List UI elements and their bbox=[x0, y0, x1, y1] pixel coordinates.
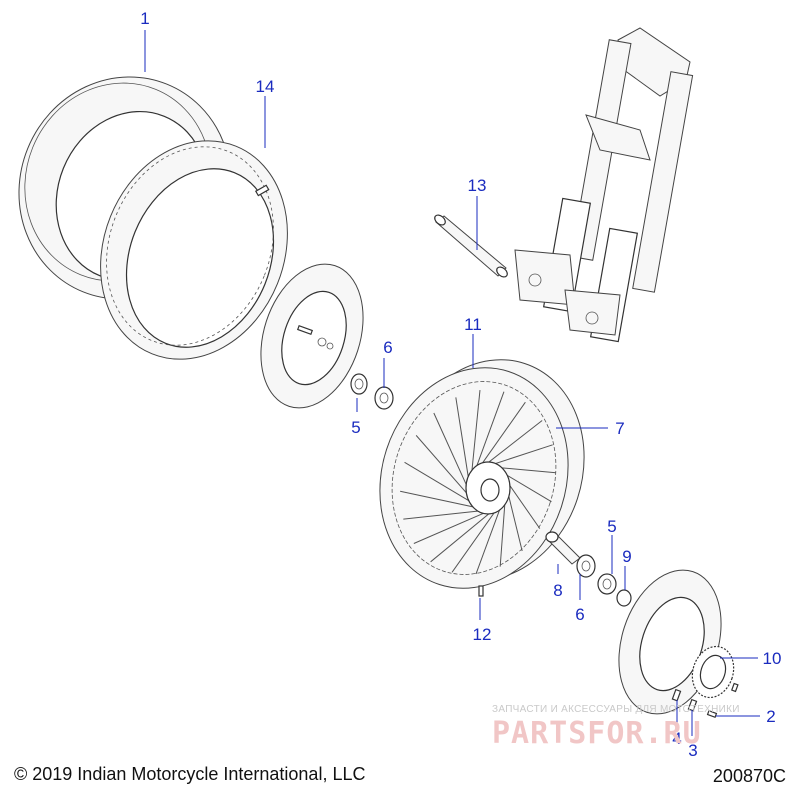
copyright-notice: © 2019 Indian Motorcycle International, … bbox=[14, 764, 366, 784]
wheel-spoke bbox=[482, 420, 543, 468]
seal-upper bbox=[350, 373, 368, 395]
callout-6-lower: 6 bbox=[575, 605, 584, 624]
callout-5-upper: 5 bbox=[351, 418, 360, 437]
wheel-spoke bbox=[415, 435, 474, 502]
callout-labels: 1 14 13 11 6 5 7 5 9 8 6 12 10 4 3 2 bbox=[140, 9, 781, 760]
bearing-lower bbox=[576, 554, 596, 578]
leader-lines bbox=[144, 30, 760, 736]
wheel-spacer bbox=[545, 531, 581, 565]
wheel-spoke bbox=[487, 444, 553, 467]
watermark-logo: PARTSFOR.RU bbox=[492, 716, 702, 751]
seal-lower bbox=[597, 573, 617, 595]
callout-9: 9 bbox=[622, 547, 631, 566]
watermark-subtitle: ЗАПЧАСТИ И АКСЕССУАРЫ ДЛЯ МОТОТЕХНИКИ bbox=[492, 704, 740, 715]
callout-3: 3 bbox=[688, 741, 697, 760]
axle bbox=[434, 214, 508, 278]
callout-5-lower: 5 bbox=[607, 517, 616, 536]
drawing-number: 200870C bbox=[712, 766, 786, 786]
callout-13: 13 bbox=[468, 176, 487, 195]
wheel-spokes bbox=[400, 389, 556, 575]
callout-6-upper: 6 bbox=[383, 338, 392, 357]
callout-14: 14 bbox=[256, 77, 275, 96]
bearing-upper bbox=[374, 386, 394, 410]
callout-4: 4 bbox=[672, 729, 681, 748]
spacer-nut bbox=[616, 589, 632, 607]
callout-11: 11 bbox=[464, 315, 482, 334]
callout-1: 1 bbox=[140, 9, 149, 28]
wheel-spoke bbox=[403, 509, 489, 520]
wheel-spoke bbox=[413, 508, 494, 544]
wheel-spoke bbox=[404, 461, 478, 507]
callout-10: 10 bbox=[763, 649, 782, 668]
brake-disc-lower bbox=[618, 569, 722, 715]
callout-2: 2 bbox=[766, 707, 775, 726]
wheel-spoke bbox=[400, 490, 483, 510]
wheel-spoke bbox=[455, 397, 471, 489]
spoked-wheel bbox=[379, 359, 585, 589]
wheel-spoke bbox=[493, 466, 556, 474]
wheel-spoke bbox=[470, 389, 481, 482]
callout-12: 12 bbox=[473, 625, 492, 644]
wheel-spoke bbox=[430, 505, 499, 563]
brake-disc-upper bbox=[260, 263, 364, 409]
inner-tube bbox=[100, 140, 288, 360]
wheel-spoke bbox=[433, 412, 472, 496]
valve-stem bbox=[478, 585, 484, 597]
fasteners bbox=[671, 682, 739, 719]
callout-8: 8 bbox=[553, 581, 562, 600]
front-fork bbox=[514, 27, 694, 343]
callout-7: 7 bbox=[615, 419, 624, 438]
wheel-spoke bbox=[472, 391, 505, 476]
abs-tone-ring bbox=[691, 645, 735, 699]
wheel-spoke bbox=[477, 401, 526, 471]
